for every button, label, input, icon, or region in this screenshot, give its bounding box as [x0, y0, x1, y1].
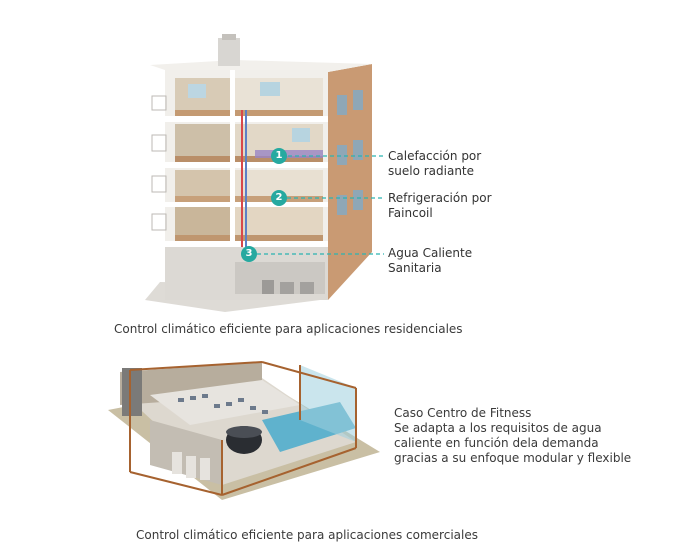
callout-1-label: Calefacción por suelo radiante	[388, 149, 481, 179]
marker-2: 2	[271, 190, 287, 206]
marker-1: 1	[271, 148, 287, 164]
marker-2-number: 2	[275, 192, 283, 203]
marker-3-number: 3	[245, 248, 253, 259]
marker-3: 3	[241, 246, 257, 262]
callout-2-label: Refrigeración por Faincoil	[388, 191, 492, 221]
marker-1-number: 1	[275, 150, 283, 161]
commercial-building-illustration	[108, 361, 380, 500]
callout-3-label: Agua Caliente Sanitaria	[388, 246, 472, 276]
commercial-description: Caso Centro de Fitness Se adapta a los r…	[394, 406, 631, 466]
residential-building-illustration	[145, 34, 372, 312]
commercial-description-line1: Caso Centro de Fitness	[394, 406, 532, 420]
callout-2-line1: Refrigeración por	[388, 191, 492, 205]
residential-caption: Control climático eficiente para aplicac…	[114, 322, 463, 336]
commercial-caption: Control climático eficiente para aplicac…	[136, 528, 478, 542]
callout-3-line2: Sanitaria	[388, 261, 442, 275]
callout-1-line1: Calefacción por	[388, 149, 482, 163]
commercial-description-line3: caliente en función dela demanda	[394, 436, 599, 450]
callout-2-line2: Faincoil	[388, 206, 433, 220]
callout-3-line1: Agua Caliente	[388, 246, 473, 260]
callout-1-line2: suelo radiante	[388, 164, 475, 178]
commercial-description-line2: Se adapta a los requisitos de agua	[394, 421, 602, 435]
commercial-description-line4: gracias a su enfoque modular y flexible	[394, 451, 632, 465]
